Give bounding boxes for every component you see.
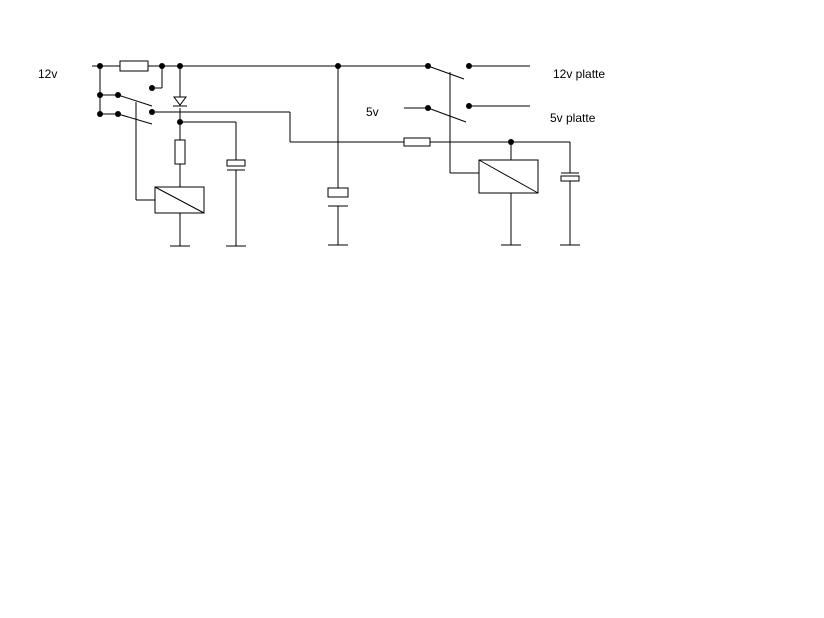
label-5v-output: 5v platte bbox=[550, 111, 596, 125]
label-12v-output: 12v platte bbox=[553, 67, 605, 81]
right-relay-contacts bbox=[404, 65, 530, 174]
left-relay-coil bbox=[154, 186, 205, 214]
input-resistor bbox=[119, 60, 149, 72]
junction-dots bbox=[97, 63, 514, 145]
diode-branch bbox=[152, 66, 290, 160]
left-relay-contacts bbox=[117, 94, 153, 125]
left-capacitor bbox=[226, 159, 246, 171]
label-12v-input: 12v bbox=[38, 67, 57, 81]
middle-capacitor bbox=[327, 187, 349, 207]
label-5v-input: 5v bbox=[366, 105, 379, 119]
right-relay-coil bbox=[478, 159, 539, 194]
middle-branch bbox=[289, 112, 570, 143]
diode bbox=[173, 96, 187, 107]
right-capacitor bbox=[560, 172, 580, 182]
series-resistor bbox=[403, 137, 431, 147]
left-vertical-resistor bbox=[174, 139, 186, 165]
